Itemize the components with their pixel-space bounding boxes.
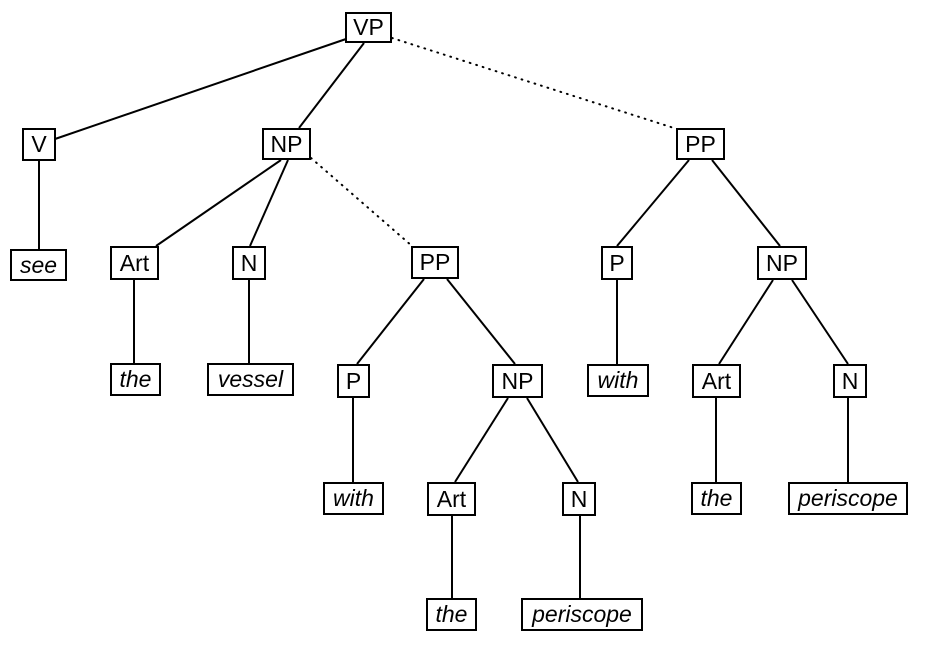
tree-edge-pp_right-to-np_right: [711, 159, 781, 247]
tree-edge-np_mid-to-art_mid: [454, 397, 509, 483]
leaf-node-see: see: [10, 249, 67, 281]
leaf-node-the_mid: the: [426, 598, 477, 631]
leaf-node-with_right: with: [587, 364, 649, 397]
tree-edge-np1-to-n1: [249, 159, 289, 247]
category-node-n1: N: [232, 246, 266, 280]
tree-edge-np_mid-to-n_mid: [526, 397, 579, 483]
category-node-art_mid: Art: [427, 482, 476, 516]
tree-edge-np1-to-art1: [155, 159, 282, 247]
category-node-v: V: [22, 128, 56, 161]
category-node-art1: Art: [110, 246, 159, 280]
category-node-p_mid: P: [337, 364, 370, 398]
leaf-node-the1: the: [110, 363, 161, 396]
tree-edge-vp-to-v: [54, 38, 347, 140]
leaf-node-periscope_m: periscope: [521, 598, 643, 631]
tree-edge-pp_right-to-p_right: [616, 159, 690, 247]
tree-edge-pp_mid-to-p_mid: [356, 278, 425, 365]
tree-edges: [38, 37, 849, 598]
category-node-n_right: N: [833, 364, 867, 398]
category-node-pp_right: PP: [676, 128, 725, 160]
category-node-np_mid: NP: [492, 364, 543, 398]
category-node-vp: VP: [345, 12, 392, 43]
tree-edge-pp_mid-to-np_mid: [446, 278, 516, 365]
leaf-node-vessel: vessel: [207, 363, 294, 396]
leaf-node-the_right: the: [691, 482, 742, 515]
category-node-np1: NP: [262, 128, 311, 160]
leaf-node-periscope_r: periscope: [788, 482, 908, 515]
category-node-np_right: NP: [757, 246, 807, 280]
category-node-art_right: Art: [692, 364, 741, 398]
leaf-node-with_mid: with: [323, 482, 384, 515]
category-node-pp_mid: PP: [411, 246, 459, 279]
tree-edge-vp-to-pp_right: [391, 37, 678, 130]
category-node-p_right: P: [601, 246, 633, 280]
tree-edge-vp-to-np1: [298, 42, 365, 129]
category-node-n_mid: N: [562, 482, 596, 516]
tree-edge-np_right-to-art_right: [718, 279, 774, 365]
tree-edge-np_right-to-n_right: [791, 279, 849, 365]
